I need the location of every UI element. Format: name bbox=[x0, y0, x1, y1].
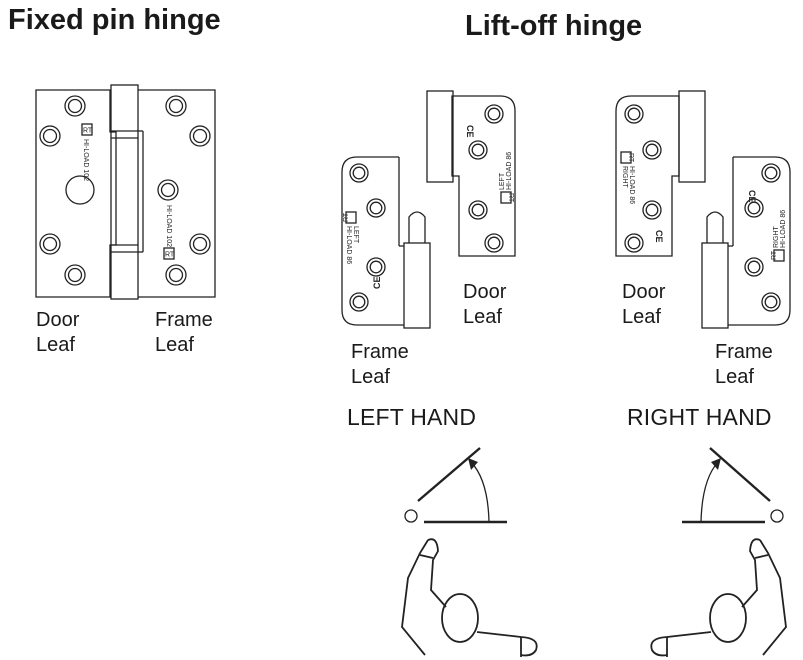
fixed-pin-hinge-title: Fixed pin hinge bbox=[8, 4, 221, 36]
left-hand-label: LEFT HAND bbox=[347, 404, 477, 430]
left-person-icon bbox=[401, 538, 538, 657]
right-frame-stamp-text: HI-LOAD 86 bbox=[780, 210, 787, 248]
screw-hole bbox=[349, 163, 369, 183]
label-line: Leaf bbox=[36, 334, 75, 356]
right-frame-ce-mark: CE bbox=[747, 190, 757, 203]
left-door-knuckle bbox=[426, 90, 454, 183]
left-door-stamp-logo: RT bbox=[507, 193, 514, 203]
screw-hole bbox=[189, 233, 211, 255]
right-door-stamp-logo: RT bbox=[627, 153, 634, 163]
label-line: Leaf bbox=[622, 306, 661, 328]
left-frame-leaf-label: Frame Leaf bbox=[351, 340, 409, 390]
screw-hole bbox=[165, 264, 187, 286]
left-frame-leaf bbox=[341, 156, 404, 326]
screw-hole bbox=[468, 200, 488, 220]
right-door-open-line bbox=[709, 447, 771, 502]
screw-hole bbox=[64, 95, 86, 117]
left-door-open-line bbox=[417, 447, 481, 502]
label-line: Leaf bbox=[463, 306, 502, 328]
fixed-frame-stamp-logo: RT bbox=[165, 252, 175, 259]
right-hand-swing-diagram bbox=[650, 447, 787, 657]
right-door-stamp-text: HI-LOAD 86 bbox=[628, 166, 635, 204]
screw-hole bbox=[157, 179, 179, 201]
label-line: Door bbox=[622, 281, 666, 303]
lift-off-hinge-title: Lift-off hinge bbox=[465, 10, 643, 42]
screw-hole bbox=[642, 140, 662, 160]
label-line: Door bbox=[463, 281, 507, 303]
screw-hole bbox=[624, 233, 644, 253]
left-door-ce-mark: CE bbox=[465, 125, 475, 138]
right-frame-stamp-side: RIGHT bbox=[773, 226, 780, 249]
center-hole bbox=[65, 175, 95, 205]
screw-hole bbox=[484, 233, 504, 253]
fixed-frame-leaf-label: Frame Leaf bbox=[155, 308, 213, 358]
screw-hole bbox=[366, 257, 386, 277]
left-hinge-pivot bbox=[404, 509, 418, 523]
label-line: Frame bbox=[351, 341, 409, 363]
screw-hole bbox=[761, 163, 781, 183]
right-person-icon bbox=[650, 538, 787, 657]
right-swing-arrowhead bbox=[711, 458, 721, 470]
screw-hole bbox=[165, 95, 187, 117]
screw-hole bbox=[189, 125, 211, 147]
screw-hole bbox=[64, 264, 86, 286]
fixed-knuckle bbox=[110, 84, 139, 300]
screw-hole bbox=[642, 200, 662, 220]
screw-hole bbox=[349, 292, 369, 312]
left-hand-swing-diagram bbox=[401, 447, 538, 657]
fixed-door-leaf-label: Door Leaf bbox=[36, 308, 79, 358]
lift-off-left-drawing: CE RT HI-LOAD 86 LEFT RT HI-LOAD 86 LEFT… bbox=[341, 90, 516, 329]
left-door-stamp-side: LEFT bbox=[499, 172, 506, 190]
left-frame-knuckle bbox=[403, 242, 431, 329]
label-line: Leaf bbox=[351, 366, 390, 388]
left-frame-stamp-logo: RT bbox=[343, 212, 350, 222]
left-swing-arrowhead bbox=[468, 458, 478, 470]
left-pin bbox=[408, 211, 426, 243]
screw-hole bbox=[744, 257, 764, 277]
screw-hole bbox=[761, 292, 781, 312]
right-frame-leaf-label: Frame Leaf bbox=[715, 340, 773, 390]
fixed-door-leaf bbox=[35, 89, 117, 298]
right-frame-leaf bbox=[728, 156, 791, 326]
left-frame-stamp-side: LEFT bbox=[352, 226, 359, 244]
label-line: Leaf bbox=[715, 366, 754, 388]
left-frame-ce-mark: CE bbox=[372, 276, 382, 289]
screw-hole bbox=[39, 125, 61, 147]
right-door-leaf bbox=[615, 95, 680, 257]
label-line: Frame bbox=[155, 309, 213, 331]
left-frame-stamp-text: HI-LOAD 86 bbox=[345, 226, 352, 264]
right-swing-arc bbox=[700, 461, 719, 523]
left-door-leaf bbox=[451, 95, 516, 257]
fixed-door-stamp-logo: RT bbox=[83, 128, 93, 135]
right-frame-knuckle bbox=[701, 242, 729, 329]
right-door-stamp-side: RIGHT bbox=[621, 166, 628, 189]
right-frame-stamp-logo: RT bbox=[771, 250, 778, 260]
left-door-stamp-text: HI-LOAD 86 bbox=[506, 152, 513, 190]
right-hand-label: RIGHT HAND bbox=[627, 404, 772, 430]
fixed-pin-hinge-drawing: RT HI-LOAD 102 RT HI-LOAD 102 bbox=[35, 84, 216, 300]
fixed-door-stamp-text: HI-LOAD 102 bbox=[82, 139, 89, 181]
screw-hole bbox=[744, 198, 764, 218]
right-door-knuckle bbox=[678, 90, 706, 183]
right-hinge-pivot bbox=[770, 509, 784, 523]
screw-hole bbox=[624, 104, 644, 124]
lift-off-right-drawing: RT HI-LOAD 86 RIGHT CE CE RT HI-LOAD 86 … bbox=[615, 90, 791, 329]
fixed-frame-stamp-text: HI-LOAD 102 bbox=[165, 205, 172, 247]
screw-hole bbox=[468, 140, 488, 160]
right-door-leaf-label: Door Leaf bbox=[622, 280, 665, 330]
screw-hole bbox=[39, 233, 61, 255]
screw-hole bbox=[484, 104, 504, 124]
label-line: Frame bbox=[715, 341, 773, 363]
label-line: Door bbox=[36, 309, 80, 331]
right-door-ce-mark: CE bbox=[654, 230, 664, 243]
left-swing-arc bbox=[470, 461, 490, 523]
fixed-frame-leaf bbox=[138, 89, 216, 298]
right-pin bbox=[706, 211, 724, 243]
label-line: Leaf bbox=[155, 334, 194, 356]
left-door-leaf-label: Door Leaf bbox=[463, 280, 506, 330]
screw-hole bbox=[366, 198, 386, 218]
